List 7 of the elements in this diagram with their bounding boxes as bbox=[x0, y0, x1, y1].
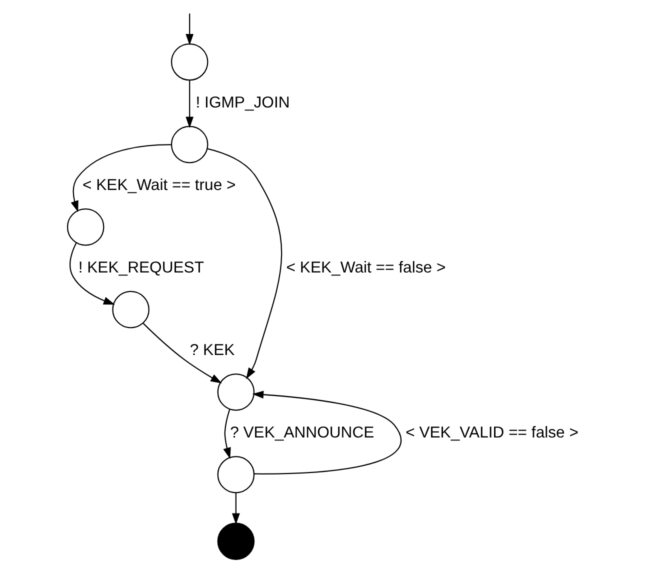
edge-label: ! KEK_REQUEST bbox=[78, 260, 204, 277]
edge-label: ? VEK_ANNOUNCE bbox=[230, 424, 374, 442]
edge-label: < VEK_VALID == false > bbox=[406, 424, 578, 442]
edge-label: < KEK_Wait == true > bbox=[82, 176, 236, 194]
edge-label: ? KEK bbox=[190, 342, 235, 360]
edge-label: < KEK_Wait == false > bbox=[286, 260, 446, 277]
edge-label: ! IGMP_JOIN bbox=[196, 94, 290, 112]
